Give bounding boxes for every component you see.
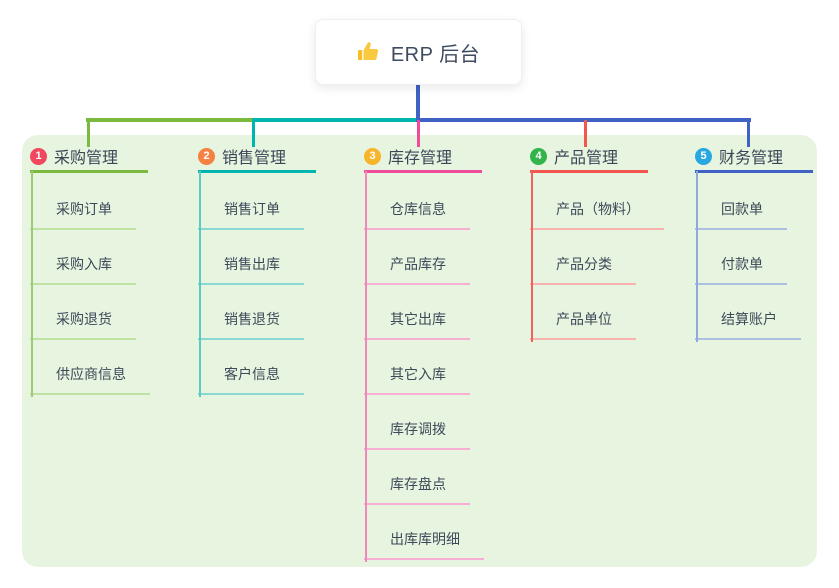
branch-drop-line bbox=[252, 120, 255, 147]
node-label[interactable]: 销售出库 bbox=[198, 254, 304, 285]
node-item: 库存调拨 bbox=[364, 395, 524, 450]
branch-number-badge: 5 bbox=[695, 147, 712, 165]
node-item: 其它入库 bbox=[364, 340, 524, 395]
node-label[interactable]: 采购退货 bbox=[30, 309, 136, 340]
branch-number-badge: 3 bbox=[364, 147, 381, 165]
root-node-erp[interactable]: ERP 后台 bbox=[315, 19, 522, 85]
node-label[interactable]: 付款单 bbox=[695, 254, 787, 285]
node-item: 采购入库 bbox=[30, 230, 190, 285]
node-label[interactable]: 库存调拨 bbox=[364, 419, 470, 450]
node-item: 产品库存 bbox=[364, 230, 524, 285]
branch-title-label: 财务管理 bbox=[719, 150, 784, 167]
node-label[interactable]: 其它入库 bbox=[364, 364, 470, 395]
node-item: 出库库明细 bbox=[364, 505, 524, 560]
branch-product: 4 产品管理 产品（物料） 产品分类 产品单位 bbox=[530, 120, 690, 342]
node-label[interactable]: 产品（物料） bbox=[530, 199, 664, 230]
node-item: 销售出库 bbox=[198, 230, 358, 285]
mindmap-panel bbox=[22, 135, 817, 567]
node-item: 产品（物料） bbox=[530, 173, 690, 230]
node-label[interactable]: 出库库明细 bbox=[364, 529, 484, 560]
branch-title-label: 采购管理 bbox=[54, 150, 119, 167]
node-item: 付款单 bbox=[695, 230, 839, 285]
branch-drop-line bbox=[87, 120, 90, 147]
branch-trunk-line bbox=[531, 171, 533, 342]
node-item: 仓库信息 bbox=[364, 173, 524, 230]
branch-trunk-line bbox=[365, 171, 367, 562]
branch-sales: 2 销售管理 销售订单 销售出库 销售退货 客户信息 bbox=[198, 120, 358, 397]
node-item: 其它出库 bbox=[364, 285, 524, 340]
node-label[interactable]: 客户信息 bbox=[198, 364, 304, 395]
branch-drop-line bbox=[417, 120, 420, 147]
node-label[interactable]: 其它出库 bbox=[364, 309, 470, 340]
node-label[interactable]: 产品分类 bbox=[530, 254, 636, 285]
branch-inventory: 3 库存管理 仓库信息 产品库存 其它出库 其它入库 库存调拨 库存盘点 出库库… bbox=[364, 120, 524, 562]
node-label[interactable]: 采购订单 bbox=[30, 199, 136, 230]
node-item: 库存盘点 bbox=[364, 450, 524, 505]
branch-finance: 5 财务管理 回款单 付款单 结算账户 bbox=[695, 120, 839, 342]
branch-drop-line bbox=[747, 120, 750, 147]
branch-title-label: 销售管理 bbox=[222, 150, 287, 167]
thumbs-up-icon bbox=[357, 42, 378, 60]
branch-title-finance[interactable]: 5 财务管理 bbox=[695, 147, 813, 173]
branch-trunk-line bbox=[696, 171, 698, 342]
branch-number-badge: 4 bbox=[530, 147, 547, 165]
branch-title-inventory[interactable]: 3 库存管理 bbox=[364, 147, 482, 173]
branch-title-sales[interactable]: 2 销售管理 bbox=[198, 147, 316, 173]
bus-segment-left bbox=[86, 118, 254, 122]
root-connector-line bbox=[416, 84, 420, 121]
branch-title-label: 产品管理 bbox=[554, 150, 619, 167]
node-item: 供应商信息 bbox=[30, 340, 190, 395]
node-label[interactable]: 销售订单 bbox=[198, 199, 304, 230]
branch-trunk-line bbox=[199, 171, 201, 397]
branch-title-label: 库存管理 bbox=[388, 150, 453, 167]
node-label[interactable]: 结算账户 bbox=[695, 309, 801, 340]
node-item: 产品单位 bbox=[530, 285, 690, 340]
node-label[interactable]: 销售退货 bbox=[198, 309, 304, 340]
node-item: 采购订单 bbox=[30, 173, 190, 230]
branch-number-badge: 1 bbox=[30, 147, 47, 165]
branch-drop-line bbox=[584, 120, 587, 147]
branch-title-product[interactable]: 4 产品管理 bbox=[530, 147, 648, 173]
branch-purchase: 1 采购管理 采购订单 采购入库 采购退货 供应商信息 bbox=[30, 120, 190, 397]
node-item: 回款单 bbox=[695, 173, 839, 230]
node-item: 客户信息 bbox=[198, 340, 358, 395]
node-item: 结算账户 bbox=[695, 285, 839, 340]
node-item: 销售订单 bbox=[198, 173, 358, 230]
root-title: ERP 后台 bbox=[390, 43, 481, 66]
branch-number-badge: 2 bbox=[198, 147, 215, 165]
node-item: 采购退货 bbox=[30, 285, 190, 340]
node-item: 产品分类 bbox=[530, 230, 690, 285]
branch-title-purchase[interactable]: 1 采购管理 bbox=[30, 147, 148, 173]
node-label[interactable]: 库存盘点 bbox=[364, 474, 470, 505]
node-label[interactable]: 采购入库 bbox=[30, 254, 136, 285]
node-label[interactable]: 产品单位 bbox=[530, 309, 636, 340]
branch-trunk-line bbox=[31, 171, 33, 397]
node-label[interactable]: 产品库存 bbox=[364, 254, 470, 285]
node-item: 销售退货 bbox=[198, 285, 358, 340]
bus-segment-right bbox=[416, 118, 751, 122]
node-label[interactable]: 回款单 bbox=[695, 199, 787, 230]
node-label[interactable]: 仓库信息 bbox=[364, 199, 470, 230]
node-label[interactable]: 供应商信息 bbox=[30, 364, 150, 395]
bus-segment-middle bbox=[252, 118, 418, 122]
